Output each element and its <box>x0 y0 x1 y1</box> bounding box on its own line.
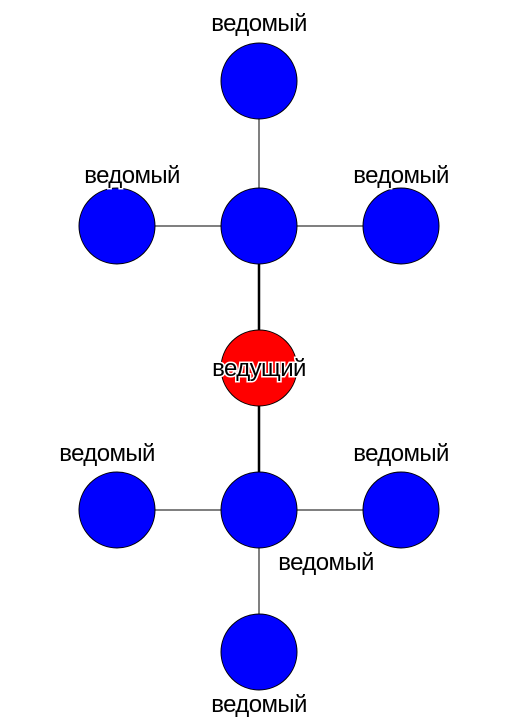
label-lower-left: ведомый <box>59 440 155 467</box>
labels-layer: ведомый ведомый ведомый ведущий ведомый ведом… <box>58 9 451 720</box>
node-upper-hub <box>220 187 298 265</box>
node-master <box>220 329 298 407</box>
node-lower-left <box>78 471 156 549</box>
node-upper-left <box>78 187 156 265</box>
label-upper-left: ведомый <box>84 162 180 189</box>
node-upper-right <box>362 187 440 265</box>
label-master: ведущий <box>212 355 306 382</box>
label-lower-right: ведомый <box>353 440 449 467</box>
node-lower-hub <box>220 471 298 549</box>
node-top <box>220 42 298 120</box>
label-lower-hub: ведомый <box>278 549 374 576</box>
nodes-layer <box>78 42 440 691</box>
label-bottom: ведомый <box>211 691 307 718</box>
label-top: ведомый <box>211 10 307 37</box>
label-upper-right: ведомый <box>353 162 449 189</box>
node-bottom <box>220 613 298 691</box>
node-lower-right <box>362 471 440 549</box>
